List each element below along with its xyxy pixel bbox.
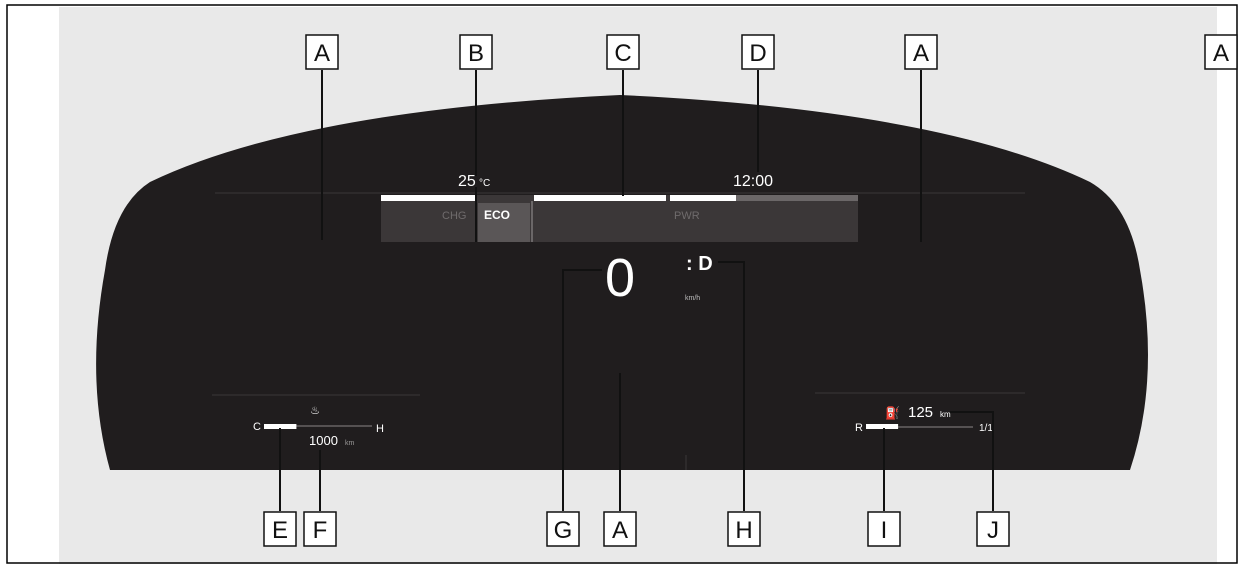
callout-a-top-right-label: A [913,40,929,67]
outside-temp-unit: °C [479,178,490,189]
leader-j [950,411,994,511]
leader-lines [279,70,994,511]
eco-zone [478,203,530,242]
callout-e: E [263,511,297,547]
hybrid-bar-eco [534,195,666,201]
leader-h [718,261,745,511]
outside-temp-value: 25 [458,173,476,190]
callout-j-label: J [987,517,999,544]
leader-g [562,269,602,511]
callout-g-label: G [554,517,573,544]
eco-label: ECO [484,208,510,222]
speedometer-value: 0 [605,248,635,308]
callout-a-right-label: A [1213,40,1229,67]
speed-unit: km/h [685,295,700,302]
driving-range-unit: km [940,410,951,419]
callout-b-label: B [468,40,484,67]
callout-a-top-left: A [305,34,339,70]
callout-d-label: D [749,40,766,67]
callout-boxes: A B C D A A E F [263,34,1238,547]
hybrid-system-indicator: CHG ECO PWR [381,195,858,242]
callout-h: H [727,511,761,547]
coolant-temp-gauge: ♨ C H [253,405,384,435]
callout-a-right: A [1204,34,1238,70]
callout-g: G [546,511,580,547]
hybrid-bar-chg [381,195,476,201]
callout-d: D [741,34,775,70]
callout-b: B [459,34,493,70]
callout-e-label: E [272,517,288,544]
hybrid-indicator-background [381,195,858,242]
driving-range-value: 125 [908,404,933,421]
callout-i: I [867,511,901,547]
diagram-border [6,4,1238,564]
coolant-gauge-fill [264,424,297,429]
callout-f-label: F [313,517,328,544]
callout-h-label: H [735,517,752,544]
chg-label: CHG [442,210,466,222]
fuel-gauge: ⛽ R 1/1 [855,406,993,434]
hybrid-bar-pwr [670,195,736,201]
hybrid-bar-pwr-remaining [736,195,858,201]
callout-c: C [606,34,640,70]
clock: 12:00 [733,173,773,190]
fuel-pump-icon: ⛽ [885,406,900,420]
coolant-hot-label: H [376,423,384,435]
callout-j: J [976,511,1010,547]
odometer-unit: km [345,440,355,447]
callout-c-label: C [614,40,631,67]
fuel-full-label: 1/1 [979,423,993,434]
shift-position-indicator: : D [686,253,713,275]
callout-a-bottom: A [603,511,637,547]
callout-i-label: I [881,517,888,544]
coolant-temp-icon: ♨ [310,405,320,417]
fuel-gauge-fill [866,424,899,429]
callout-a-bottom-label: A [612,517,628,544]
instrument-cluster [96,95,1149,470]
coolant-cold-label: C [253,421,261,433]
fuel-empty-label: R [855,422,863,434]
callout-a-top-left-label: A [314,40,330,67]
pwr-label: PWR [674,210,700,222]
callout-f: F [303,511,337,547]
odometer-value: 1000 [309,433,338,448]
callout-a-top-right: A [904,34,938,70]
